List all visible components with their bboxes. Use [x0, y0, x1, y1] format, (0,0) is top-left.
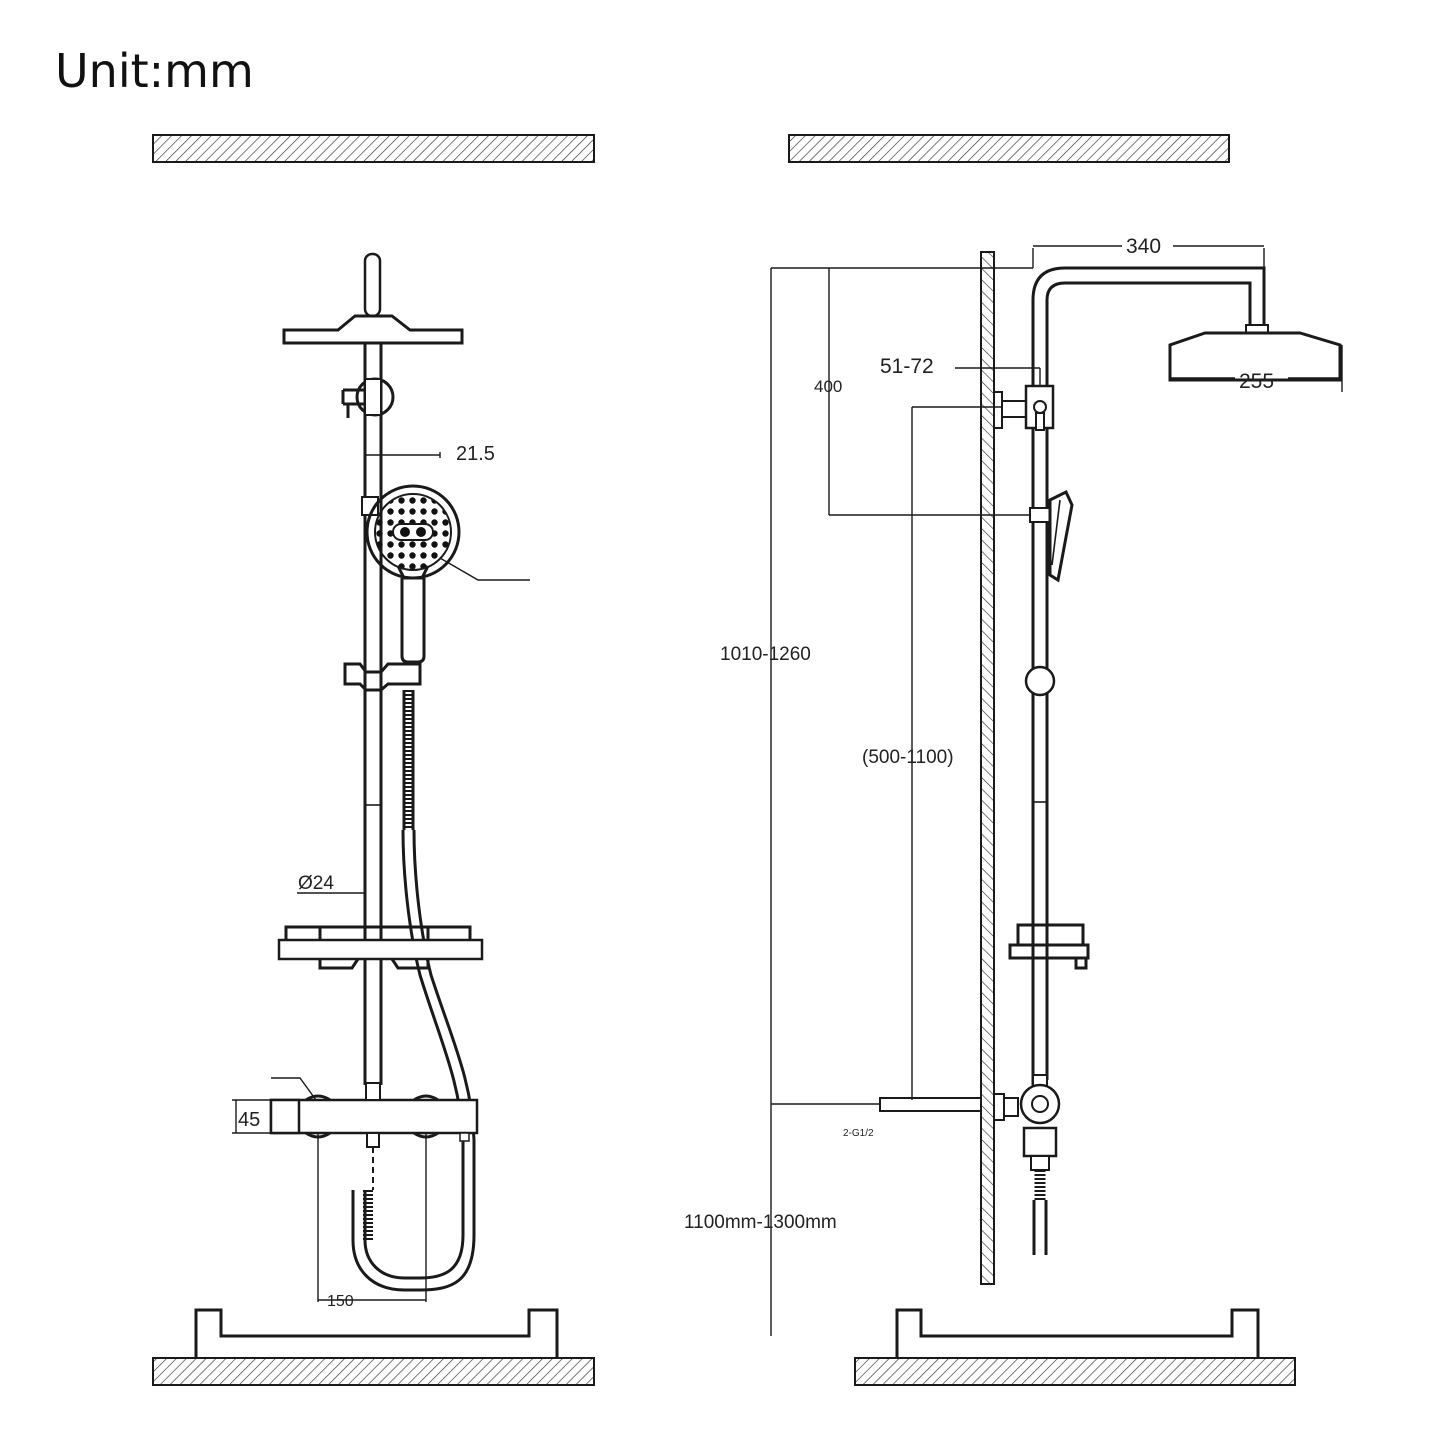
dim-install-height: 1100mm-1300mm	[684, 1212, 837, 1233]
dim-diameter-24: Ø24	[298, 873, 334, 894]
side-wall	[980, 251, 995, 1285]
slider-holder	[343, 662, 422, 692]
thermostatic-valve	[269, 1098, 479, 1135]
front-hose-inner	[351, 829, 476, 1292]
dim-21-5: 21.5	[456, 443, 495, 465]
dim-51-72: 51-72	[880, 355, 934, 378]
dim-400: 400	[814, 377, 842, 396]
dim-500-1100: (500-1100)	[862, 747, 954, 768]
leader-valve-knob	[271, 1077, 317, 1101]
floor-right	[854, 1308, 1296, 1386]
hand-shower-handle	[400, 578, 426, 664]
inlet-pipe	[879, 1097, 982, 1112]
ceiling-right	[788, 134, 1230, 163]
dim-255: 255	[1239, 370, 1274, 393]
front-shelf	[277, 938, 484, 961]
side-slider-knob	[1024, 665, 1056, 697]
unit-title: Unit:mm	[55, 44, 254, 98]
front-rain-head	[282, 314, 464, 345]
leader-hand-shower	[439, 557, 530, 581]
dim-inlet: 2-G1/2	[843, 1128, 874, 1139]
ceiling-left	[152, 134, 595, 163]
front-left-knob	[269, 1098, 301, 1135]
side-arm-inner	[1045, 281, 1252, 800]
dim-150: 150	[327, 1293, 354, 1310]
side-arm-outer	[1031, 266, 1266, 1100]
dim-340: 340	[1126, 235, 1161, 258]
front-arm-stub	[363, 252, 382, 318]
front-view: 21.5 Ø24	[232, 252, 530, 1310]
floor-left	[152, 1308, 595, 1386]
side-hand-shower	[1048, 489, 1074, 583]
side-view: 340 255 51-72 400	[684, 235, 1343, 1336]
dim-45: 45	[238, 1109, 260, 1131]
side-rain-head	[1168, 331, 1342, 382]
dim-1010-1260: 1010-1260	[720, 644, 811, 665]
side-shelf	[1008, 943, 1090, 960]
